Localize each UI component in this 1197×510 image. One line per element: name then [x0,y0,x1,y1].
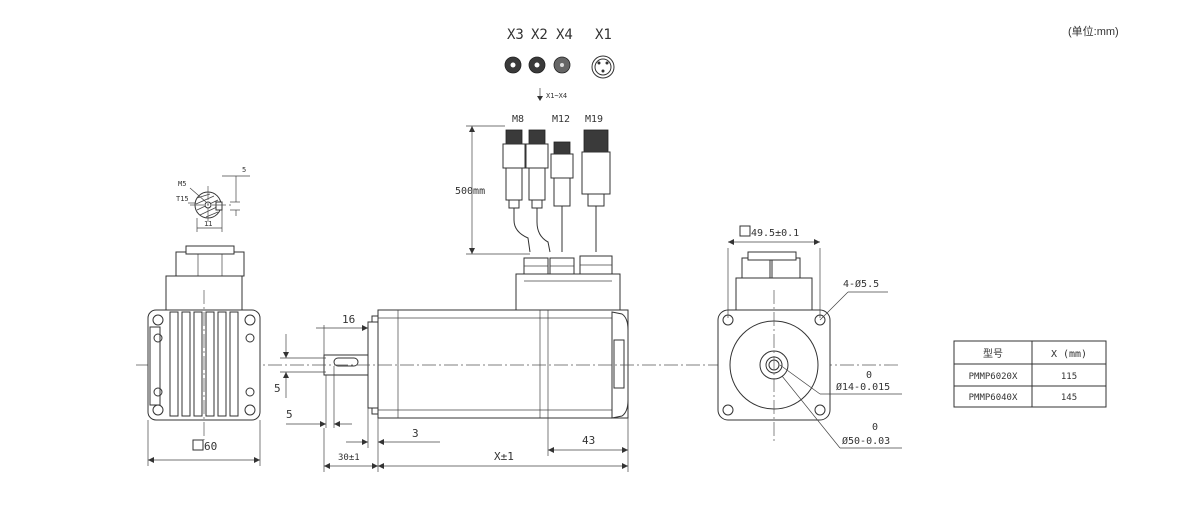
table-row-2-model: PMMP6040X [969,393,1018,403]
motor-rear-view [147,245,261,440]
pin-face-x1-pin [605,61,609,65]
plug-m12-body [550,153,574,179]
table-row-2-x: 145 [1061,393,1077,403]
dim-30: 30±1 [338,453,360,463]
connector-label-x2: X2 [531,27,548,43]
motor-side-view [323,255,629,419]
cable-length-dimension: 500mm [455,125,530,255]
model-table: 型号 X (mm) PMMP6020X 115 PMMP6040X 145 [953,340,1107,408]
plug-m8-b-sleeve [528,167,546,201]
connector-label-x3: X3 [507,27,524,43]
plug-m8-b-body [525,143,549,169]
pin-face-x1-inner [594,58,612,76]
plug-m8-a-head [505,129,523,145]
rear-square-dimension: 60 [147,420,261,466]
shaft-key-width-label: 5 [242,166,246,174]
dim-43: 43 [582,434,595,447]
connector-arrow: X1~X4 [537,88,567,101]
unit-note: (单位:mm) [1068,24,1119,38]
connector-label-x1: X1 [595,27,612,43]
cable-2 [536,208,551,253]
plug-m19-body [581,151,611,195]
rear-fins [169,311,239,417]
mount-hole [814,404,826,416]
dim-16: 16 [342,313,355,326]
mount-holes-label: 4-Ø5.5 [843,278,879,290]
dim-x: X±1 [494,450,514,463]
motor-body [377,309,629,419]
table-row-1-model: PMMP6020X [969,372,1018,382]
connector-box [515,273,621,311]
cable-1 [513,208,531,253]
pin-face-x2-key [534,62,540,68]
plug-m8-b-head [528,129,546,145]
mount-hole [722,404,734,416]
plug-label-m12: M12 [552,114,570,125]
dim-5-horizontal: 5 [286,408,293,421]
cable-plugs [502,129,611,253]
connector-pin-faces [504,55,615,79]
flange-front-view [717,251,831,442]
connector-label-x4: X4 [556,27,573,43]
rear-square-label: 60 [204,440,217,453]
pin-face-x1-pin [601,69,605,73]
pilot-tol-zero: 0 [872,422,878,433]
plug-m8-a-tail [508,199,520,209]
rear-cap-slot [613,339,625,389]
flange-dimensions: 49.5±0.1 4-Ø5.5 0 Ø14-0.015 0 Ø50-0.03 [727,225,902,449]
plug-m8-a-sleeve [505,167,523,201]
dim-5-vertical: 5 [274,382,281,395]
plug-label-m8: M8 [512,114,524,125]
shaft-key-depth-label: 11 [204,220,212,228]
plug-m19-tail [587,193,605,207]
table-header-x: X (mm) [1051,349,1087,360]
plug-m8-b-tail [531,199,543,209]
shaft-tol-zero: 0 [866,370,872,381]
rear-glands [175,251,245,277]
table-row-1-x: 115 [1061,372,1077,382]
plug-m12-sleeve [553,177,571,207]
shaft-dia-label: Ø14-0.015 [836,381,890,393]
dim-3: 3 [412,427,419,440]
connector-arrow-label: X1~X4 [546,92,567,100]
flange-square-label: 49.5±0.1 [751,228,799,239]
shaft-key [333,357,359,367]
model-table-border [953,340,1107,408]
flange-connector-box [735,277,813,311]
table-header-model: 型号 [983,347,1003,360]
cable-length-label: 500mm [455,186,485,197]
shaft-t15-label: T15 [176,195,189,203]
plug-m8-a-body [502,143,526,169]
pin-face-x4-key [560,63,564,67]
connector-labels: X3 X2 X4 X1 [507,27,612,43]
shaft-section-detail: M5 T15 5 11 [176,166,250,232]
plug-m19-head [583,129,609,153]
plug-labels: M8 M12 M19 [512,114,603,125]
pilot-dia-label: Ø50-0.03 [842,435,890,447]
shaft-m5-label: M5 [178,180,186,188]
side-view-dimensions: 16 5 5 3 30±1 X±1 [274,313,629,472]
plug-label-m19: M19 [585,114,603,125]
pin-face-x3-key [510,62,516,68]
plug-m12-head [553,141,571,155]
pin-face-x1-pin [597,61,601,65]
